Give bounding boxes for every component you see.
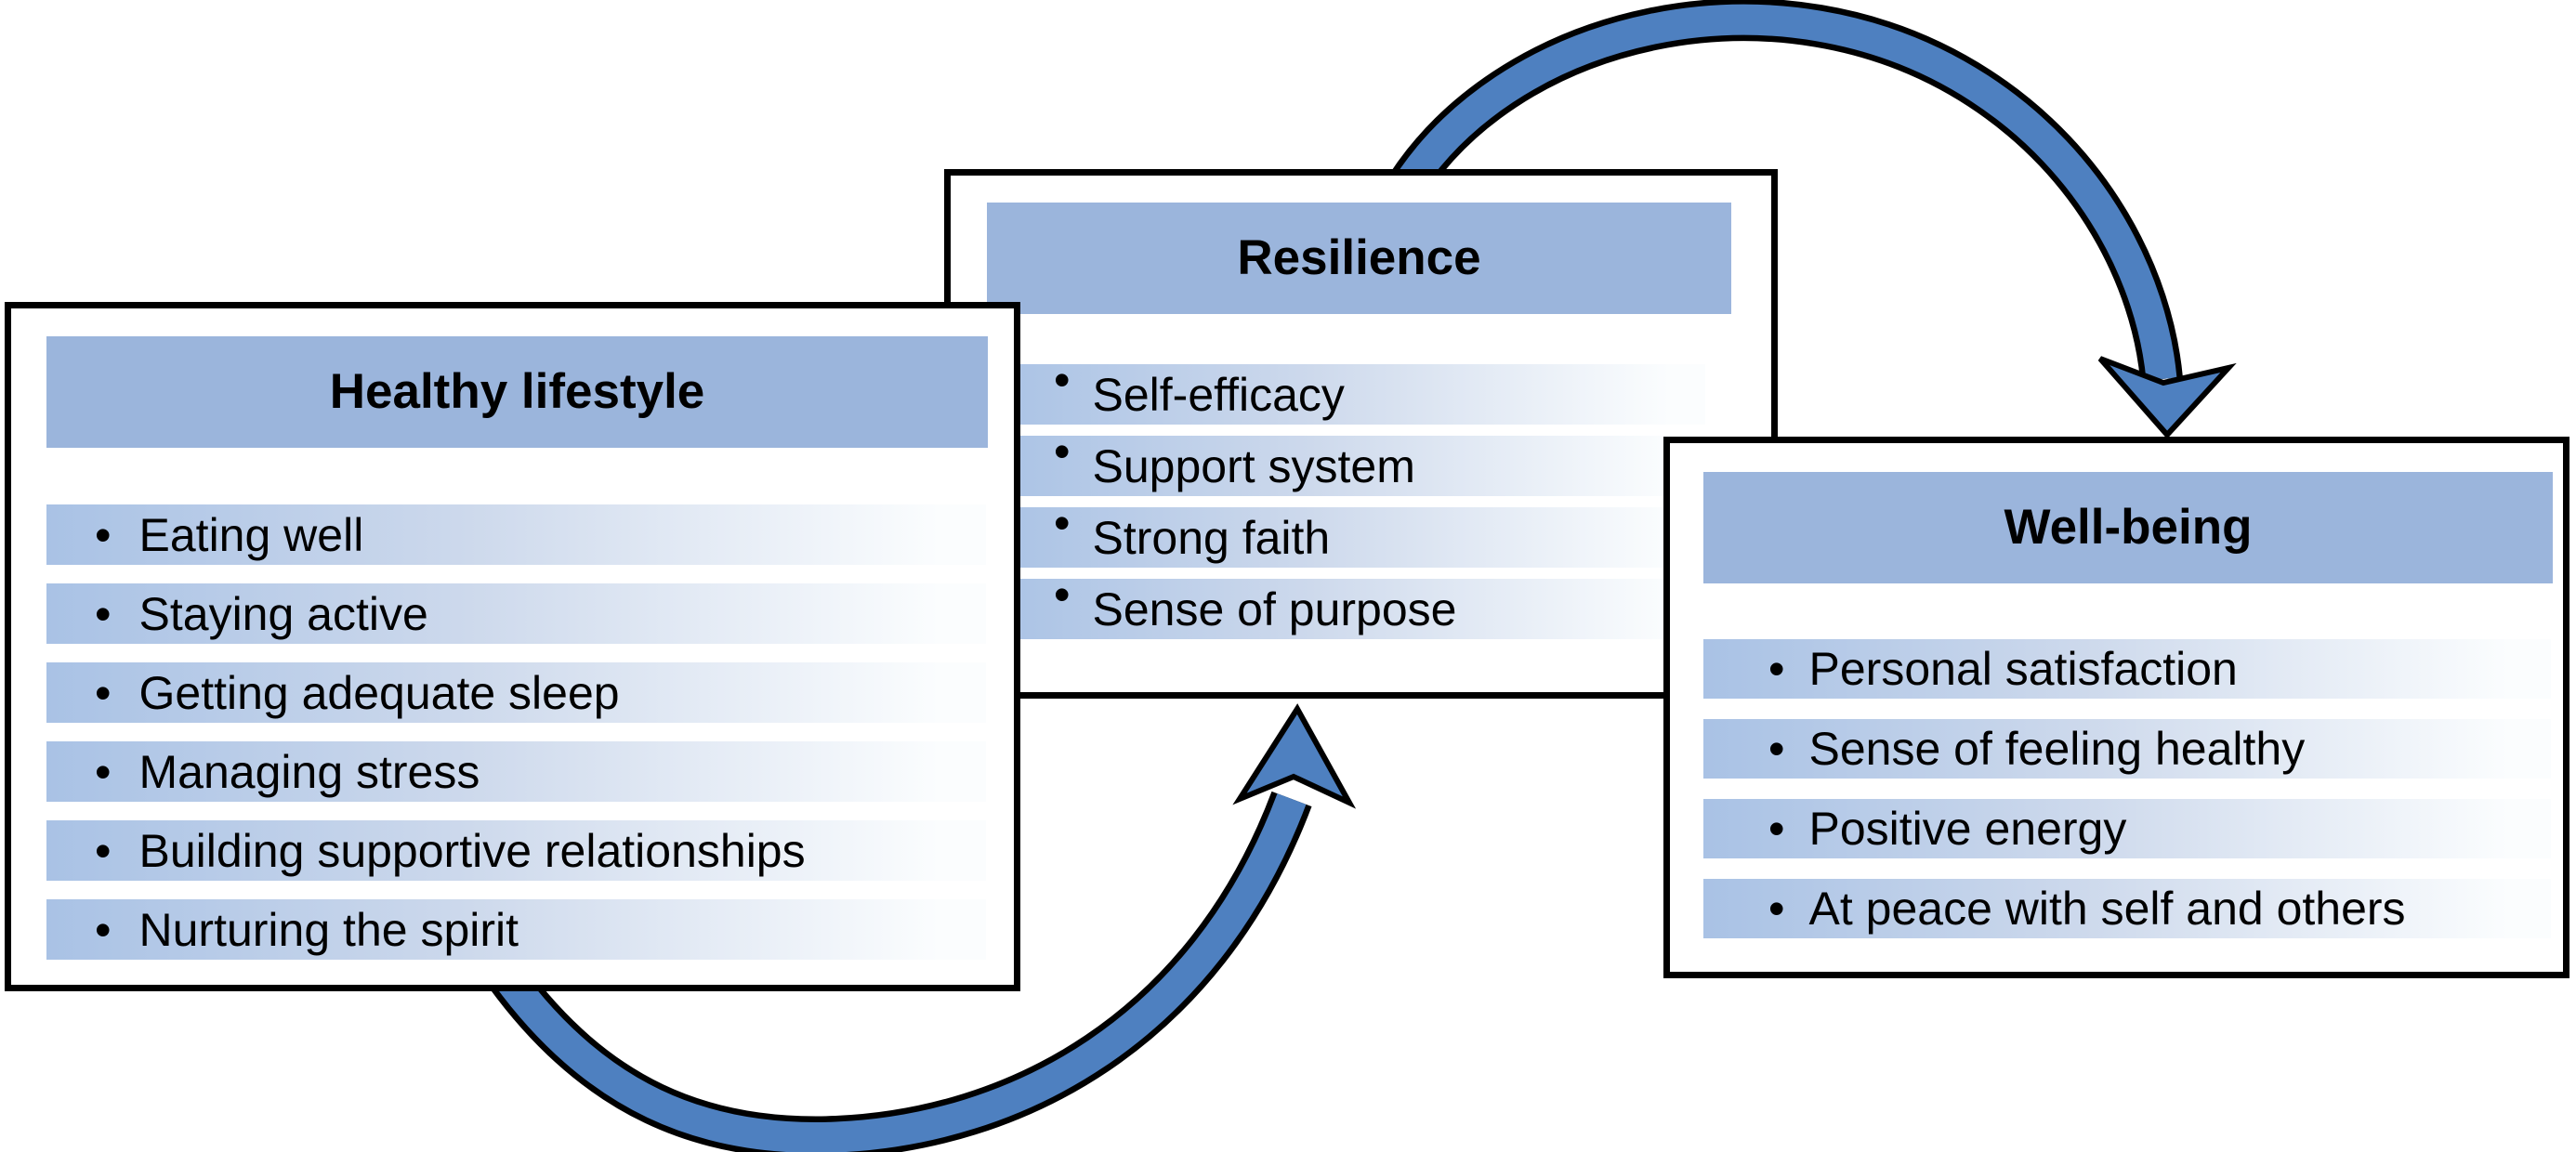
list-item-label: Getting adequate sleep bbox=[138, 666, 620, 719]
bullet-icon: • bbox=[95, 666, 112, 719]
list-item-label: Positive energy bbox=[1808, 803, 2127, 855]
bullet-icon: • bbox=[1054, 496, 1071, 549]
bullet-icon: • bbox=[1054, 425, 1071, 478]
list-item: • Nurturing the spirit bbox=[46, 899, 986, 960]
bullet-icon: • bbox=[95, 903, 112, 956]
bullet-icon: • bbox=[95, 587, 112, 640]
list-item: • Building supportive relationships bbox=[46, 820, 986, 881]
arrow-lifestyle-to-resilience-icon bbox=[489, 703, 1357, 1152]
list-item: • Staying active bbox=[46, 583, 986, 644]
list-item-label: At peace with self and others bbox=[1808, 883, 2406, 935]
box-well-being: Well-being • Personal satisfaction • Sense … bbox=[1663, 437, 2569, 978]
bullet-icon: • bbox=[1768, 723, 1785, 775]
list-item-label: Support system bbox=[1092, 439, 1415, 492]
list-item-label: Managing stress bbox=[138, 745, 480, 798]
box-healthy-lifestyle-title: Healthy lifestyle bbox=[46, 336, 988, 448]
box-resilience: Resilience • Self-efficacy • Support system… bbox=[944, 169, 1778, 699]
bullet-icon: • bbox=[95, 508, 112, 561]
arrow-resilience-to-wellbeing-icon bbox=[1380, 0, 2237, 439]
list-item-label: Building supportive relationships bbox=[138, 824, 806, 877]
list-item: • Sense of feeling healthy bbox=[1703, 719, 2551, 779]
list-item: • Support system bbox=[987, 425, 1705, 496]
list-item: • Positive energy bbox=[1703, 799, 2551, 858]
list-item: • Managing stress bbox=[46, 741, 986, 802]
box-well-being-title: Well-being bbox=[1703, 472, 2553, 583]
list-item-label: Personal satisfaction bbox=[1808, 643, 2238, 695]
list-item-label: Staying active bbox=[138, 587, 428, 640]
list-item-label: Sense of feeling healthy bbox=[1808, 723, 2306, 775]
list-item-label: Nurturing the spirit bbox=[138, 903, 519, 956]
bullet-icon: • bbox=[1768, 643, 1785, 695]
list-item: • Sense of purpose bbox=[987, 569, 1705, 639]
list-item: • Personal satisfaction bbox=[1703, 639, 2551, 699]
list-item-label: Strong faith bbox=[1092, 511, 1331, 564]
list-item: • Getting adequate sleep bbox=[46, 662, 986, 723]
list-item-label: Self-efficacy bbox=[1092, 368, 1345, 421]
bullet-icon: • bbox=[1768, 803, 1785, 855]
list-item: • Strong faith bbox=[987, 497, 1705, 568]
list-item: • Self-efficacy bbox=[987, 354, 1705, 425]
list-item-label: Sense of purpose bbox=[1092, 583, 1457, 635]
bullet-icon: • bbox=[95, 745, 112, 798]
box-resilience-items: • Self-efficacy • Support system • Strong fai… bbox=[987, 354, 1705, 650]
bullet-icon: • bbox=[95, 824, 112, 877]
list-item-label: Eating well bbox=[138, 508, 364, 561]
bullet-icon: • bbox=[1054, 353, 1071, 406]
box-healthy-lifestyle-items: • Eating well • Staying active • Getting adeq… bbox=[46, 504, 986, 978]
box-healthy-lifestyle: Healthy lifestyle • Eating well • Staying a… bbox=[5, 302, 1020, 991]
bullet-icon: • bbox=[1768, 883, 1785, 935]
bullet-icon: • bbox=[1054, 568, 1071, 621]
box-resilience-title: Resilience bbox=[987, 203, 1731, 314]
list-item: • Eating well bbox=[46, 504, 986, 565]
box-well-being-items: • Personal satisfaction • Sense of feeling … bbox=[1703, 639, 2551, 959]
list-item: • At peace with self and others bbox=[1703, 879, 2551, 938]
